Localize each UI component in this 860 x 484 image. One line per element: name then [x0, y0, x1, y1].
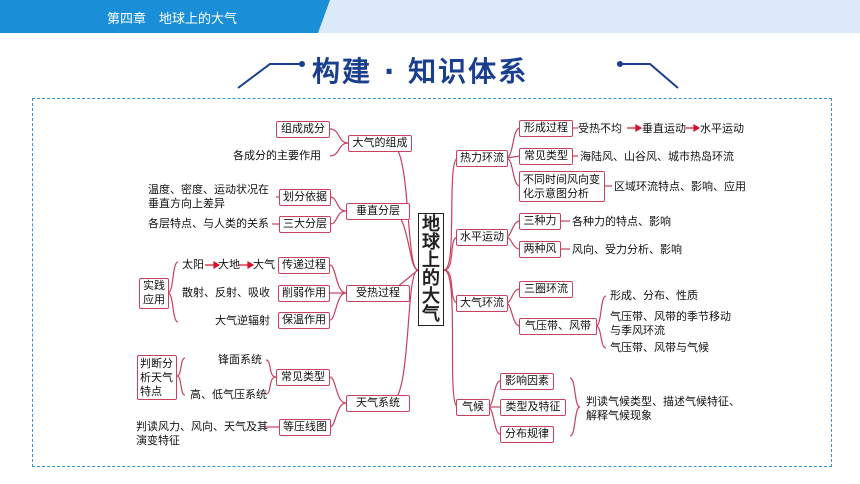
node-three-cell: 三圈环流 [519, 281, 573, 298]
node-horizontal-motion: 水平运动 [456, 229, 508, 246]
flow-horizontal-motion: 水平运动 [700, 122, 744, 135]
note-weakening: 散射、反射、吸收 [182, 286, 270, 299]
note-three-layers: 各层特点、与人类的关系 [148, 217, 269, 230]
flow-uneven-heating: 受热不均 [578, 122, 622, 135]
center-topic: 地球上的大气 [418, 213, 444, 326]
node-two-winds: 两种风 [519, 241, 561, 258]
node-composition: 大气的组成 [348, 135, 412, 152]
note-common-types-right: 海陆风、山谷风、城市热岛环流 [580, 150, 734, 163]
note-division-basis: 温度、密度、运动状况在垂直方向上差异 [148, 183, 269, 210]
flow-sun: 太阳 [182, 258, 204, 271]
node-three-layers: 三大分层 [279, 216, 331, 233]
node-isobar-map: 等压线图 [279, 419, 331, 436]
node-three-forces: 三种力 [519, 213, 561, 230]
diagram-frame [32, 98, 832, 467]
banner-decoration [237, 61, 679, 89]
node-pressure-wind-belts: 气压带、风带 [519, 318, 597, 335]
note-pressure-system: 高、低气压系统 [190, 388, 267, 401]
node-components: 组成成分 [276, 121, 330, 138]
node-wind-change: 不同时间风向变化示意图分析 [519, 171, 605, 202]
node-thermal-circulation: 热力环流 [456, 150, 508, 167]
flow-atmosphere: 大气 [253, 258, 275, 271]
note-belts-season: 气压带、风带的季节移动与季风环流 [610, 310, 731, 337]
node-weakening: 削弱作用 [278, 285, 330, 302]
node-weather-practice: 判断分析天气特点 [137, 355, 177, 400]
node-types-features: 类型及特征 [500, 399, 566, 416]
node-insulation: 保温作用 [278, 312, 330, 329]
chapter-title: 第四章 地球上的大气 [107, 12, 238, 27]
note-wind-change: 区域环流特点、影响、应用 [614, 180, 746, 193]
banner-title: 构建 · 知识体系 [312, 55, 529, 88]
note-front-system: 锋面系统 [218, 353, 262, 366]
node-influencing-factors: 影响因素 [500, 373, 554, 390]
node-common-types: 常见类型 [276, 369, 330, 386]
node-component-roles: 各成分的主要作用 [233, 149, 321, 162]
flow-vertical-motion: 垂直运动 [642, 122, 686, 135]
node-climate: 气候 [456, 399, 490, 416]
note-belts-climate: 气压带、风带与气候 [610, 341, 709, 354]
node-distribution: 分布规律 [500, 426, 554, 443]
note-two-winds: 风向、受力分析、影响 [572, 243, 682, 256]
flow-earth: 大地 [218, 258, 240, 271]
note-climate: 判读气候类型、描述气候特征、解释气候现象 [586, 395, 740, 422]
node-weather-system: 天气系统 [346, 395, 410, 412]
node-atmospheric-circulation: 大气环流 [456, 295, 508, 312]
node-vertical-layers: 垂直分层 [346, 203, 410, 220]
node-formation: 形成过程 [519, 120, 573, 137]
node-heating-process: 受热过程 [346, 285, 410, 302]
note-belts-formation: 形成、分布、性质 [610, 289, 698, 302]
chapter-tab [0, 0, 330, 33]
node-transfer: 传递过程 [278, 257, 330, 274]
note-insulation: 大气逆辐射 [215, 314, 270, 327]
note-isobar-map: 判读风力、风向、天气及其演变特征 [136, 420, 268, 447]
node-practice: 实践应用 [139, 278, 169, 309]
node-division-basis: 划分依据 [279, 189, 331, 206]
node-common-types-right: 常见类型 [519, 148, 573, 165]
note-three-forces: 各种力的特点、影响 [572, 215, 671, 228]
